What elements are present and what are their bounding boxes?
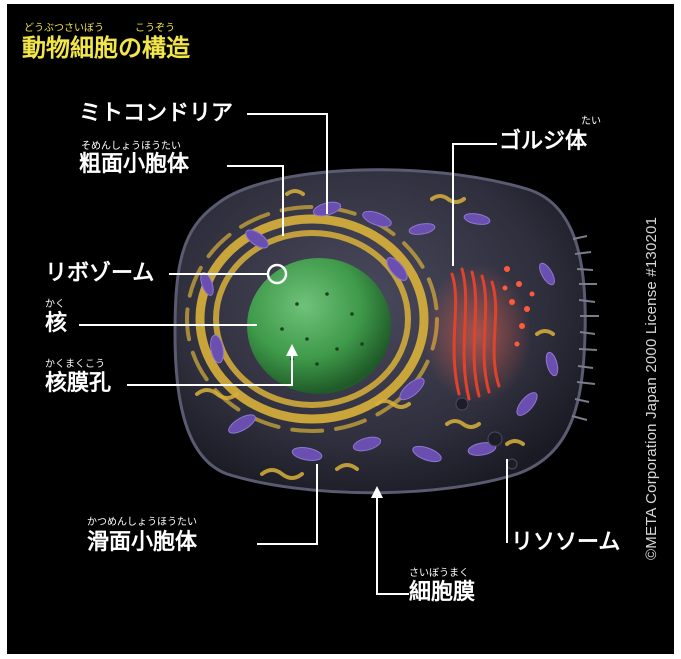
label-smooth-er: 滑面小胞体 [87, 532, 197, 554]
label-golgi: ゴルジ体 [499, 131, 587, 153]
diagram-canvas: どうぶつさいぼう こうぞう 動物細胞の構造 ミトコンドリア そめんしょうほうたい… [7, 4, 674, 654]
label-nucleus-ruby: かく [45, 300, 65, 310]
label-nuclear-pore-ruby: かくまくこう [45, 360, 105, 370]
label-rough-er: 粗面小胞体 [79, 154, 189, 176]
copyright-text: ©META Corporation Japan 2000 License #13… [643, 217, 660, 560]
label-ribosome: リボゾーム [45, 263, 154, 285]
label-smooth-er-ruby: かつめんしょうほうたい [87, 518, 197, 528]
label-lysosome: リソソーム [511, 532, 620, 554]
label-cell-membrane: 細胞膜 [409, 582, 475, 604]
label-nuclear-pore: 核膜孔 [45, 373, 111, 395]
label-rough-er-ruby: そめんしょうほうたい [81, 142, 181, 152]
label-mitochondria: ミトコンドリア [79, 103, 233, 125]
label-golgi-ruby: たい [581, 117, 601, 127]
membrane-leader [377, 496, 409, 594]
label-membrane-ruby: さいぼうまく [409, 569, 469, 579]
title-ruby-right: こうぞう [135, 24, 175, 34]
page-title: 動物細胞の構造 [22, 36, 190, 60]
label-nucleus: 核 [45, 313, 67, 335]
title-ruby-left: どうぶつさいぼう [24, 24, 104, 34]
